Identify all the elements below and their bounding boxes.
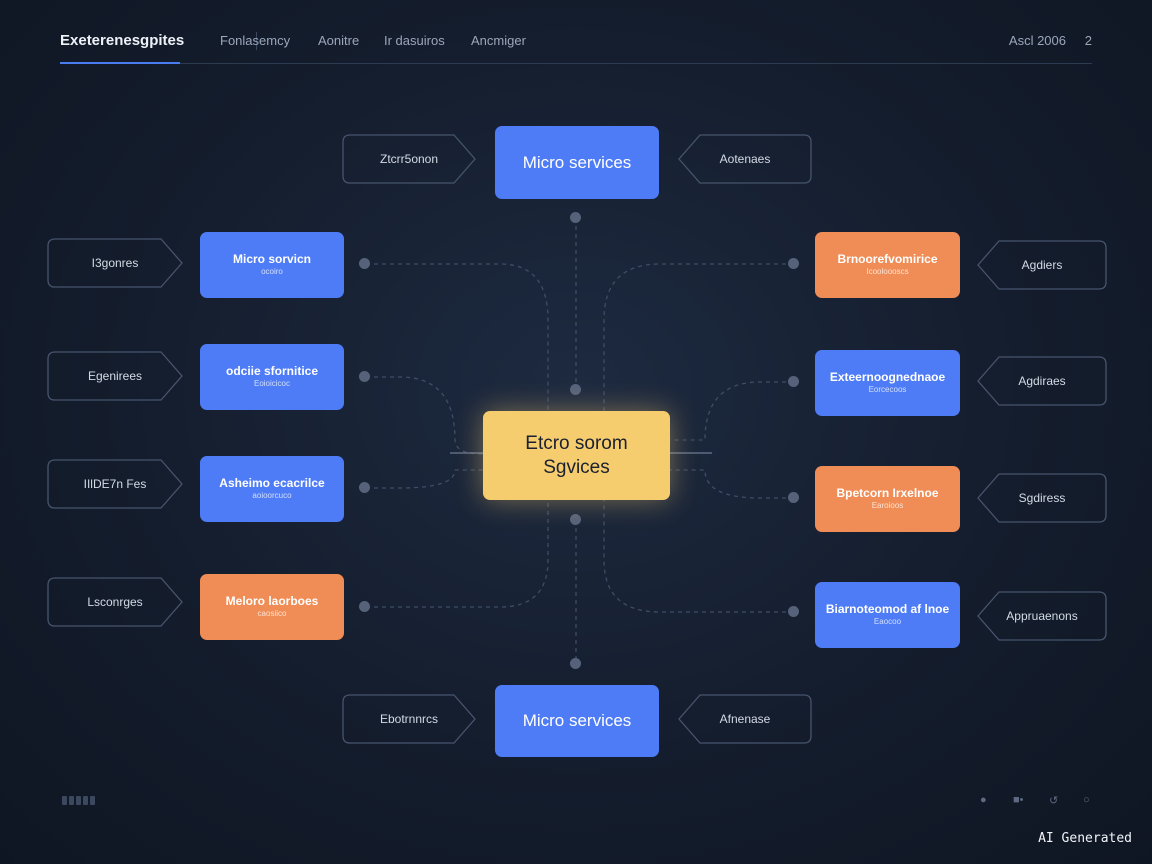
circle-icon[interactable]: ○ [1083, 794, 1090, 806]
left-tag-4[interactable]: Lsconrges [47, 577, 183, 627]
top-right-tag[interactable]: Aotenaes [678, 134, 812, 184]
top-left-tag[interactable]: Ztcrr5onon [342, 134, 476, 184]
right-service-node-4[interactable]: Biarnoteomod af lnoe Eaocoo [815, 582, 960, 648]
header-underline-accent [60, 62, 180, 64]
left-service-4-subtitle: caosiico [257, 609, 287, 618]
right-service-4-subtitle: Eaocoo [873, 617, 902, 626]
left-service-node-4[interactable]: Meloro laorboes caosiico [200, 574, 344, 640]
header-divider [256, 32, 257, 50]
left-tag-3[interactable]: IIlDE7n Fes [47, 459, 183, 509]
left-tag-1[interactable]: I3gonres [47, 238, 183, 288]
left-tag-2-label: Egenirees [87, 369, 143, 383]
connector-dot [570, 212, 581, 223]
connector-dot [788, 376, 799, 387]
right-service-2-title: Exteernoognednaoe [829, 370, 946, 384]
left-tag-3-label: IIlDE7n Fes [83, 477, 147, 491]
brand-title[interactable]: Exeterenesgpites [60, 32, 185, 49]
connector-dot [359, 258, 370, 269]
left-service-node-2[interactable]: odciie sfornitice Eoioicicoc [200, 344, 344, 410]
connector-dot [788, 258, 799, 269]
pagination-dots-icon[interactable] [62, 796, 95, 805]
central-service-label: Etcro sorom Sgvices [525, 432, 628, 478]
right-service-1-subtitle: Icooloooscs [866, 267, 909, 276]
connector-dot [570, 658, 581, 669]
right-tag-3-label: Sgdiress [1018, 491, 1066, 505]
left-service-2-title: odciie sfornitice [225, 364, 319, 378]
nav-item-3[interactable]: Ir dasuiros [384, 33, 445, 48]
top-service-label: Micro services [522, 152, 632, 172]
right-service-node-2[interactable]: Exteernoognednaoe Eorcecoos [815, 350, 960, 416]
top-right-tag-label: Aotenaes [719, 152, 771, 166]
nav-item-1[interactable]: Fonlasemcy [220, 33, 291, 48]
right-service-node-1[interactable]: Brnoorefvomirice Icooloooscs [815, 232, 960, 298]
left-service-4-title: Meloro laorboes [225, 594, 319, 608]
connector-dot [788, 492, 799, 503]
left-tag-4-label: Lsconrges [87, 595, 143, 609]
right-tag-3[interactable]: Sgdiress [977, 473, 1107, 523]
connector-dot [570, 384, 581, 395]
right-service-2-subtitle: Eorcecoos [868, 385, 907, 394]
connector-dot [359, 482, 370, 493]
connector-dot [359, 371, 370, 382]
left-service-2-subtitle: Eoioicicoc [253, 379, 290, 388]
refresh-icon[interactable]: ↺ [1049, 795, 1059, 807]
nav-item-2[interactable]: Aonitre [318, 33, 360, 48]
bottom-service-label: Micro services [522, 711, 632, 730]
right-service-3-subtitle: Earoioos [871, 501, 904, 510]
record-icon[interactable]: ● [980, 794, 987, 806]
bottom-service-node[interactable]: Micro services [495, 685, 659, 757]
page-number: 2 [1084, 33, 1092, 48]
right-service-4-title: Biarnoteomod af lnoe [825, 602, 950, 616]
right-tag-4[interactable]: Appruaenons [977, 591, 1107, 641]
top-service-node[interactable]: Micro services [495, 126, 659, 199]
left-service-node-3[interactable]: Asheimo ecacrilce aoioorcuco [200, 456, 344, 522]
right-tag-1[interactable]: Agdiers [977, 240, 1107, 290]
bottom-left-tag-label: Ebotrnnrcs [379, 712, 439, 726]
bottom-right-tag[interactable]: Afnenase [678, 694, 812, 744]
right-tag-2-label: Agdiraes [1018, 374, 1066, 388]
left-tag-1-label: I3gonres [91, 256, 139, 270]
right-service-1-title: Brnoorefvomirice [837, 252, 938, 266]
ai-generated-watermark: AI Generated [1038, 831, 1132, 846]
bottom-right-tag-label: Afnenase [719, 712, 771, 726]
header-date: Ascl 2006 [1008, 33, 1066, 48]
header-bar: Exeterenesgpites Fonlasemcy Aonitre Ir d… [60, 24, 1092, 64]
connector-dot [359, 601, 370, 612]
right-tag-4-label: Appruaenons [1006, 609, 1078, 623]
left-service-1-title: Micro sorvicn [232, 252, 312, 266]
right-service-3-title: Bpetcorn Irxelnoe [836, 486, 939, 500]
connector-dot [788, 606, 799, 617]
left-service-3-title: Asheimo ecacrilce [219, 476, 325, 490]
right-tag-1-label: Agdiers [1021, 258, 1063, 272]
left-service-1-subtitle: ocoiro [261, 267, 283, 276]
right-tag-2[interactable]: Agdiraes [977, 356, 1107, 406]
left-service-node-1[interactable]: Micro sorvicn ocoiro [200, 232, 344, 298]
left-service-3-subtitle: aoioorcuco [252, 491, 292, 500]
camera-icon[interactable]: ■• [1013, 794, 1024, 806]
bottom-left-tag[interactable]: Ebotrnnrcs [342, 694, 476, 744]
top-left-tag-label: Ztcrr5onon [379, 152, 439, 166]
header-underline [60, 63, 1092, 64]
nav-item-4[interactable]: Ancmiger [471, 33, 526, 48]
connector-dot [570, 514, 581, 525]
right-service-node-3[interactable]: Bpetcorn Irxelnoe Earoioos [815, 466, 960, 532]
central-service-node[interactable]: Etcro sorom Sgvices [483, 411, 670, 500]
left-tag-2[interactable]: Egenirees [47, 351, 183, 401]
